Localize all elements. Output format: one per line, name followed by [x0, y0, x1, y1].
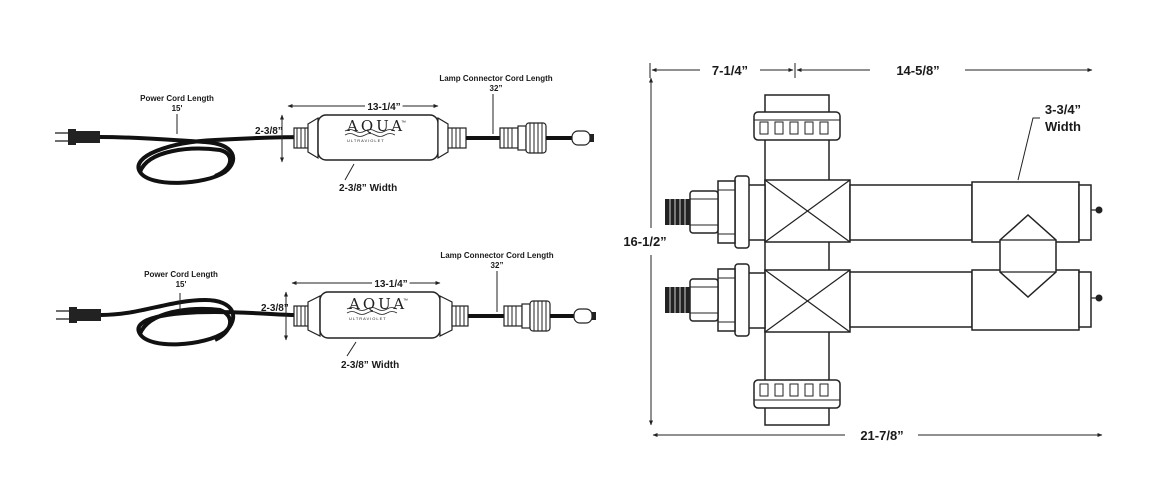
top-left-dimension: 7-1/4”	[712, 63, 748, 78]
power-cord	[100, 297, 296, 347]
power-cord-value: 15'	[176, 280, 187, 289]
height-label: 2-3/8”	[255, 126, 283, 137]
height-dimension: 16-1/2”	[623, 234, 666, 249]
lamp-cord-value: 32”	[490, 84, 503, 93]
right-fitting	[437, 116, 467, 160]
width-value: 3-3/4”	[1045, 102, 1081, 117]
length-label: 13-1/4”	[374, 279, 407, 290]
aqua-logo: AQUA ™ ULTRAVIOLET	[344, 117, 406, 143]
uv-unit: 7-1/4” 14-5/8” 3-3/4” Width 16-1/2” 21-7…	[623, 63, 1103, 443]
power-cord	[99, 135, 313, 185]
lamp-connector	[503, 300, 596, 332]
logo-tm: ™	[401, 120, 406, 126]
width-label: 2-3/8” Width	[339, 183, 397, 194]
height-label: 2-3/8”	[261, 303, 289, 314]
logo-subtitle: ULTRAVIOLET	[349, 316, 387, 321]
left-fitting	[293, 116, 319, 160]
logo-tm: ™	[403, 298, 408, 304]
right-fitting	[439, 295, 469, 337]
bottom-dimension: 21-7/8”	[860, 428, 903, 443]
top-right-dimension: 14-5/8”	[896, 63, 939, 78]
logo-text: AQUA	[346, 117, 405, 135]
lamp-cord-value: 32”	[491, 261, 504, 270]
logo-subtitle: ULTRAVIOLET	[347, 138, 385, 143]
power-plug-icon	[56, 307, 101, 323]
ballast-bottom: AQUA ™ ULTRAVIOLET	[56, 251, 596, 371]
power-cord-value: 15'	[172, 104, 183, 113]
logo-text: AQUA	[348, 295, 407, 313]
lamp-connector	[499, 122, 594, 154]
length-label: 13-1/4”	[367, 102, 400, 113]
power-cord-label: Power Cord Length	[140, 94, 214, 103]
width-word: Width	[1045, 119, 1081, 134]
ballast-top: AQUA ™ ULTRAVIOLET	[55, 74, 594, 194]
width-label: 2-3/8” Width	[341, 360, 399, 371]
power-plug-icon	[55, 129, 100, 145]
aqua-logo: AQUA ™ ULTRAVIOLET	[346, 295, 408, 321]
lamp-cord-label: Lamp Connector Cord Length	[440, 251, 553, 260]
power-cord-label: Power Cord Length	[144, 270, 218, 279]
lamp-cord-label: Lamp Connector Cord Length	[439, 74, 552, 83]
left-fitting	[293, 295, 321, 337]
